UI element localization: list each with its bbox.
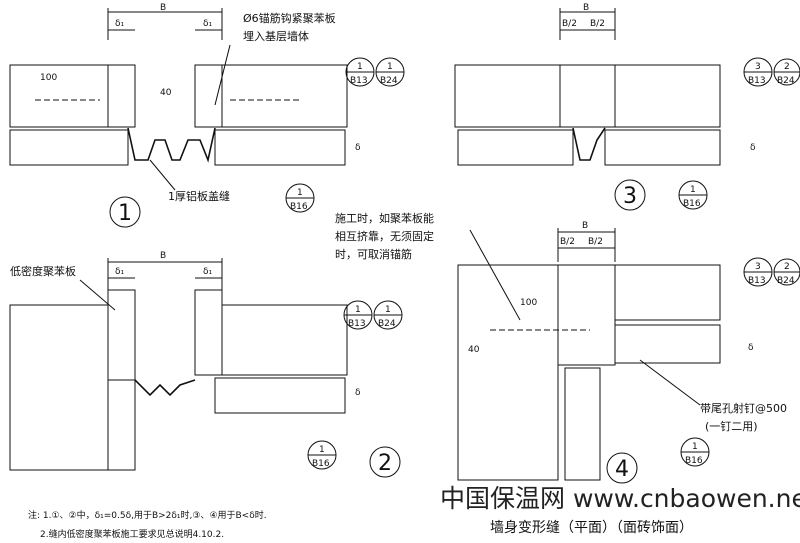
construction-note-3: 时，可取消锚筋	[335, 247, 412, 261]
label: B/2	[588, 237, 603, 247]
label: B24	[378, 319, 396, 329]
label: B24	[380, 76, 398, 86]
label: 1	[319, 445, 325, 455]
note-line-1: 注: 1.①、②中，δ₁=0.5δ,用于B>2δ₁时,③、④用于B<δ时.	[28, 509, 267, 521]
label: 2	[784, 62, 790, 72]
insulation-right	[214, 129, 346, 166]
detail-number-3: 3	[623, 184, 637, 209]
construction-note-2: 相互挤靠，无须固定	[335, 229, 434, 243]
label: 1	[692, 442, 698, 452]
label: B13	[748, 276, 766, 286]
detail-number-4: 4	[615, 457, 629, 482]
dim-40: 40	[160, 88, 172, 98]
low-density-board	[107, 379, 136, 471]
label: B/2	[590, 19, 605, 29]
construction-note: 施工时，如聚苯板能	[335, 211, 434, 225]
label: 3	[755, 262, 761, 272]
label: B16	[683, 199, 701, 209]
wall-right	[221, 64, 348, 128]
watermark: 中国保温网 www.cnbaowen.net	[440, 484, 800, 513]
label: 1	[297, 188, 303, 198]
wall-left	[9, 64, 109, 128]
dim-delta1: δ₁	[203, 19, 213, 29]
label: 40	[468, 345, 480, 355]
label: B	[160, 251, 166, 261]
label: δ₁	[203, 267, 213, 277]
drawing-title: 墙身变形缝（平面）（面砖饰面）	[490, 520, 693, 536]
detail-number-1: 1	[118, 201, 132, 226]
label: B13	[748, 76, 766, 86]
cover-note: 1厚铝板盖缝	[168, 189, 230, 203]
label: δ	[748, 343, 754, 353]
dim-100: 100	[40, 73, 57, 83]
label: B16	[312, 459, 330, 469]
low-density-board-note: 低密度聚苯板	[10, 264, 76, 278]
note-line-2: 2.缝内低密度聚苯板施工要求见总说明4.10.2.	[40, 528, 224, 540]
label: B13	[348, 319, 366, 329]
joint-board-left	[107, 64, 136, 128]
label: δ	[750, 143, 756, 153]
insulation-left	[9, 129, 129, 166]
label: δ	[355, 388, 361, 398]
label: B16	[685, 456, 703, 466]
joint-board	[559, 64, 616, 128]
label: 1	[357, 62, 363, 72]
anchor-note: Ø6锚筋钩紧聚苯板	[243, 11, 336, 25]
label: 1	[385, 305, 391, 315]
label: B13	[350, 76, 368, 86]
label: 3	[755, 62, 761, 72]
label: B24	[777, 76, 795, 86]
dim-b: B	[160, 3, 166, 13]
label: B/2	[560, 237, 575, 247]
detail-number-2: 2	[378, 451, 392, 476]
anchor-note-2: 埋入基层墙体	[243, 29, 309, 43]
label: B16	[290, 202, 308, 212]
detail-1: B δ₁ δ₁ 100 40 δ Ø6锚筋钩紧聚苯板 埋入基层墙体 1厚铝板盖缝…	[9, 3, 405, 228]
label: 100	[520, 298, 537, 308]
dim-delta1: δ₁	[115, 19, 125, 29]
label: 2	[784, 262, 790, 272]
nail-note: 带尾孔射钉@500	[700, 401, 787, 415]
label: B	[582, 221, 588, 231]
label: 1	[355, 305, 361, 315]
label: B	[583, 3, 589, 13]
label: B/2	[562, 19, 577, 29]
label: B24	[777, 276, 795, 286]
label: 1	[690, 185, 696, 195]
dim-delta: δ	[355, 143, 361, 153]
label: δ₁	[115, 267, 125, 277]
detail-4: B B/2 B/2 100 40 δ 施工时，如聚苯板能 相互挤靠，无须固定 时，…	[335, 211, 800, 484]
aluminium-cover	[127, 127, 216, 163]
joint-board-right	[194, 64, 223, 128]
label: 1	[387, 62, 393, 72]
nail-note-2: (一钉二用)	[705, 420, 758, 433]
